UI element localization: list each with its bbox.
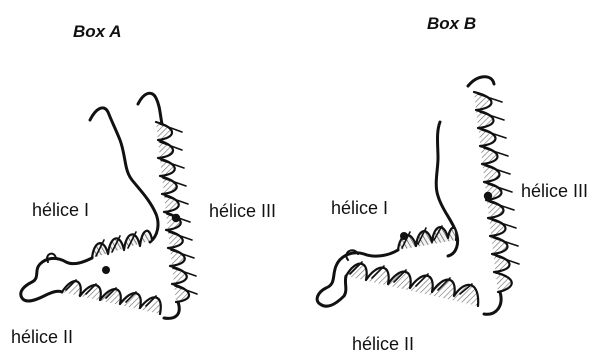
box-b-helix-3 [474, 92, 519, 292]
box-b-structure [317, 77, 519, 315]
box-a-helix-1 [92, 231, 152, 258]
box-a-loop-3-2 [164, 302, 179, 318]
box-a-helix-2 [62, 280, 161, 314]
box-a-n-terminal-coil [90, 108, 158, 242]
box-a-helix-3 [156, 122, 197, 302]
box-a-structure [21, 93, 197, 318]
box-a-top-loop [138, 93, 162, 124]
box-b-top-hook [468, 77, 494, 86]
box-b-helix-2 [346, 262, 478, 306]
box-b-loop-3-2 [484, 292, 501, 314]
